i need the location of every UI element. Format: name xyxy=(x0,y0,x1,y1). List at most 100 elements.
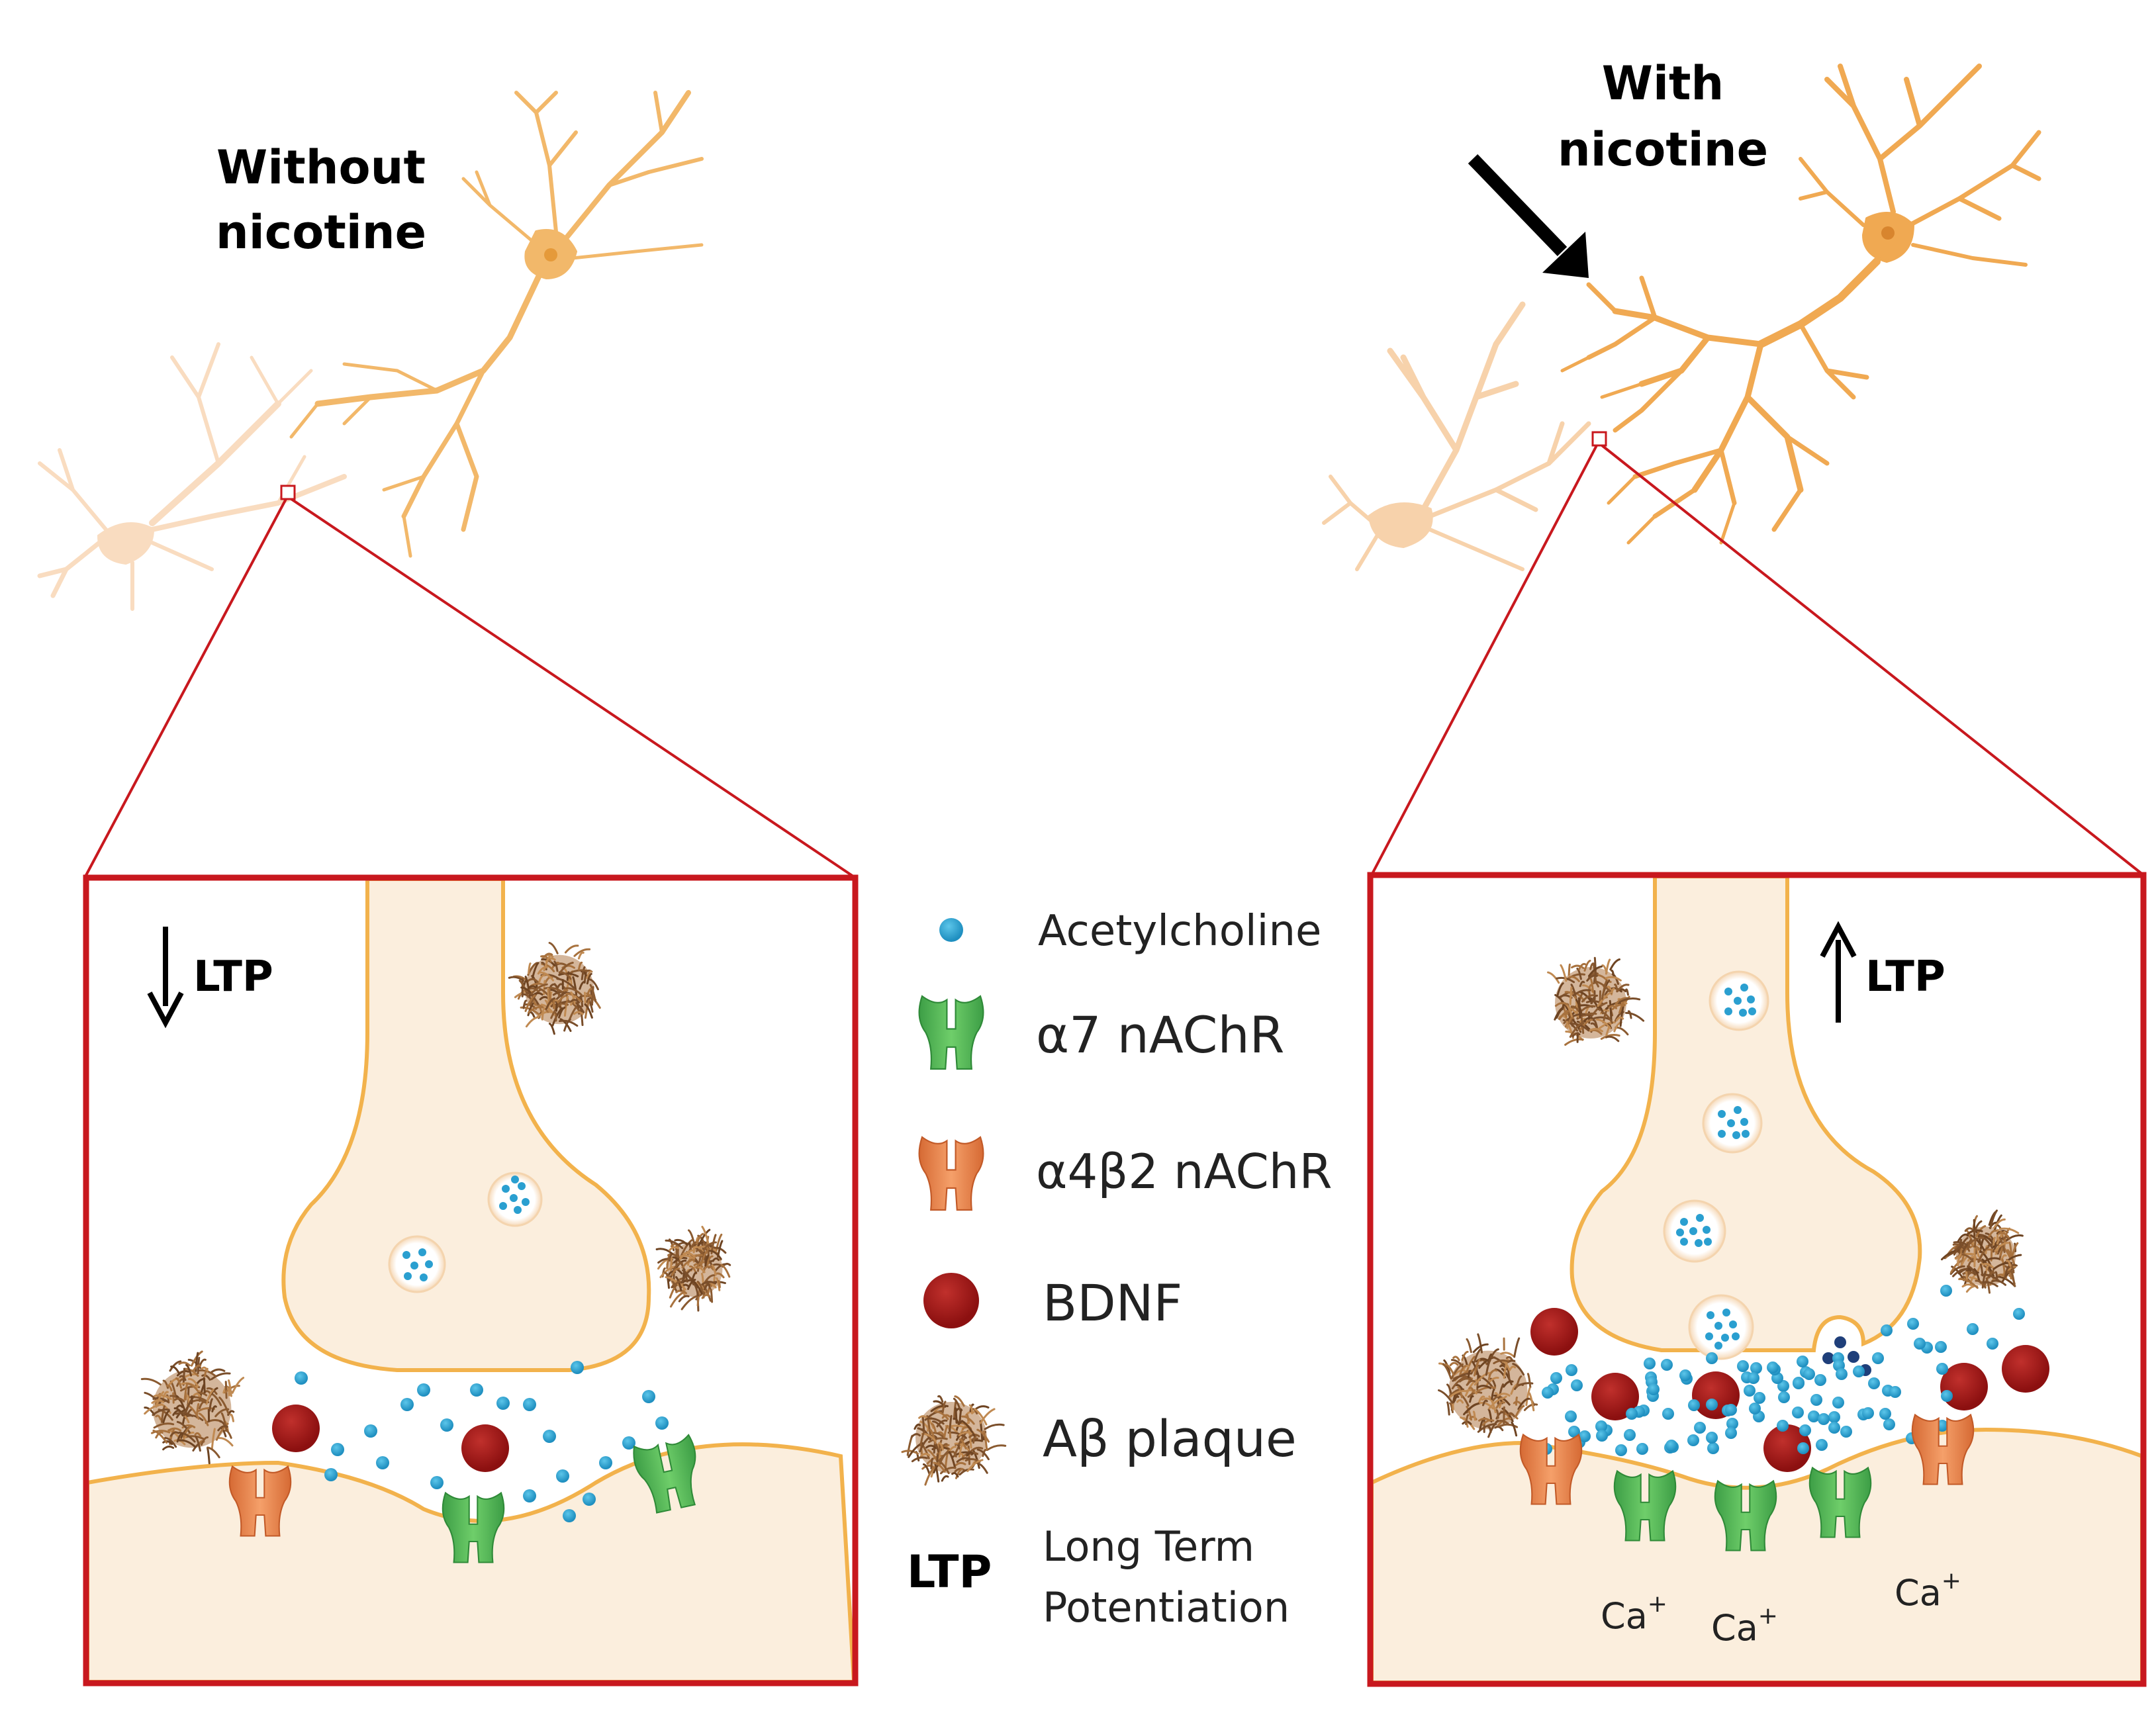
acetylcholine-molecule xyxy=(1803,1368,1815,1380)
acetylcholine-molecule xyxy=(622,1436,635,1450)
acetylcholine-molecule xyxy=(1797,1442,1809,1454)
acetylcholine-molecule xyxy=(1879,1408,1891,1420)
synaptic-vesicle xyxy=(1688,1294,1754,1360)
acetylcholine-molecule xyxy=(1814,1374,1826,1386)
acetylcholine-molecule xyxy=(440,1418,453,1432)
a7-nachr-receptor xyxy=(442,1491,505,1563)
acetylcholine-molecule xyxy=(1744,1385,1756,1397)
bdnf-molecule xyxy=(1591,1373,1639,1420)
acetylcholine-molecule xyxy=(571,1361,584,1374)
legend-a7-label: α7 nAChR xyxy=(1036,1005,1284,1064)
faded-neuron-left xyxy=(37,342,347,611)
acetylcholine-molecule xyxy=(496,1397,510,1410)
acetylcholine-molecule xyxy=(295,1371,308,1385)
legend-ltp-abbr: LTP xyxy=(907,1546,992,1598)
title-without-line1: Without xyxy=(216,140,426,195)
acetylcholine-molecule xyxy=(599,1456,612,1469)
legend-ltp-line1: Long Term xyxy=(1043,1522,1254,1571)
acetylcholine-molecule xyxy=(1767,1362,1779,1373)
ca-label-2: Ca+ xyxy=(1711,1602,1778,1649)
acetylcholine-molecule xyxy=(1749,1403,1761,1414)
acetylcholine-molecule xyxy=(1750,1362,1762,1374)
acetylcholine-molecule xyxy=(1662,1408,1674,1420)
axon-terminal-left xyxy=(281,879,651,1372)
synaptic-vesicle xyxy=(1709,970,1769,1031)
title-with-line2: nicotine xyxy=(1558,122,1768,177)
acetylcholine-molecule xyxy=(1793,1377,1804,1389)
bdnf-molecule xyxy=(461,1424,509,1472)
synaptic-vesicle xyxy=(487,1172,543,1227)
acetylcholine-molecule xyxy=(324,1468,338,1481)
acetylcholine-molecule xyxy=(642,1390,655,1403)
amyloid-beta-plaque xyxy=(508,942,601,1035)
acetylcholine-molecule xyxy=(563,1509,576,1522)
acetylcholine-molecule xyxy=(1881,1324,1893,1336)
acetylcholine-molecule xyxy=(470,1383,483,1397)
neuron-without-nicotine xyxy=(289,90,704,558)
acetylcholine-molecule xyxy=(523,1398,536,1411)
acetylcholine-molecule xyxy=(1836,1368,1848,1380)
legend-plaque-label: Aβ plaque xyxy=(1043,1409,1297,1468)
acetylcholine-molecule xyxy=(1748,1372,1759,1384)
acetylcholine-molecule xyxy=(1778,1391,1790,1403)
bdnf-molecule xyxy=(272,1405,320,1452)
legend-acetylcholine-icon xyxy=(939,918,963,942)
acetylcholine-molecule xyxy=(1566,1364,1577,1376)
acetylcholine-molecule xyxy=(1840,1426,1852,1438)
bdnf-molecule xyxy=(1763,1424,1811,1472)
acetylcholine-molecule xyxy=(1967,1323,1979,1335)
acetylcholine-molecule xyxy=(1868,1377,1880,1389)
legend-bdnf-label: BDNF xyxy=(1043,1273,1182,1332)
acetylcholine-molecule xyxy=(1542,1387,1554,1399)
postsynaptic-membrane-left xyxy=(87,1442,854,1682)
synaptic-vesicle xyxy=(1702,1093,1763,1154)
acetylcholine-molecule xyxy=(1571,1379,1583,1391)
acetylcholine-molecule xyxy=(1889,1386,1901,1398)
acetylcholine-molecule xyxy=(1799,1424,1811,1436)
acetylcholine-molecule xyxy=(1828,1411,1840,1423)
acetylcholine-molecule xyxy=(1883,1418,1895,1430)
acetylcholine-molecule xyxy=(1853,1365,1865,1377)
bdnf-molecule xyxy=(1530,1308,1578,1356)
neuron-with-nicotine xyxy=(1560,64,2041,545)
acetylcholine-molecule xyxy=(1872,1352,1884,1364)
a7-nachr-receptor xyxy=(918,995,984,1070)
legend-acetylcholine-label: Acetylcholine xyxy=(1038,907,1321,956)
acetylcholine-molecule xyxy=(364,1424,377,1438)
synaptic-vesicle xyxy=(1663,1199,1726,1263)
acetylcholine-molecule xyxy=(376,1456,389,1469)
acetylcholine-molecule xyxy=(543,1430,556,1443)
acetylcholine-molecule xyxy=(1808,1410,1820,1422)
a4b2-nachr-receptor xyxy=(1911,1413,1975,1485)
amyloid-beta-plaque xyxy=(1438,1333,1538,1438)
a7-nachr-receptor xyxy=(1613,1469,1677,1542)
amyloid-beta-plaque xyxy=(1547,956,1645,1046)
acetylcholine-molecule xyxy=(1688,1399,1700,1411)
legend-a7-receptor-icon xyxy=(918,995,984,1070)
acetylcholine-molecule xyxy=(1706,1399,1718,1410)
title-with-line1: With xyxy=(1602,56,1724,111)
legend-a4b2-label: α4β2 nAChR xyxy=(1036,1144,1332,1199)
acetylcholine-molecule xyxy=(1565,1410,1577,1422)
acetylcholine-molecule xyxy=(1706,1432,1718,1444)
amyloid-beta-plaque xyxy=(655,1226,731,1312)
acetylcholine-molecule xyxy=(400,1398,414,1411)
a7-nachr-receptor xyxy=(1808,1466,1872,1538)
acetylcholine-molecule xyxy=(1828,1422,1840,1434)
acetylcholine-molecule xyxy=(1914,1338,1926,1350)
acetylcholine-molecule xyxy=(1665,1440,1677,1452)
legend-bdnf-icon xyxy=(923,1273,979,1328)
ltp-label-left: LTP xyxy=(193,952,273,1001)
faded-neuron-right xyxy=(1322,301,1591,571)
acetylcholine-molecule xyxy=(1792,1407,1804,1418)
acetylcholine-molecule xyxy=(331,1443,344,1456)
acetylcholine-molecule xyxy=(1754,1392,1765,1404)
acetylcholine-molecule xyxy=(1987,1338,1998,1350)
acetylcholine-molecule xyxy=(1935,1341,1947,1353)
synaptic-vesicle xyxy=(388,1235,446,1293)
released-acetylcholine xyxy=(1834,1336,1846,1348)
acetylcholine-molecule xyxy=(417,1383,430,1397)
zoom-marker-left xyxy=(280,485,296,500)
acetylcholine-molecule xyxy=(1862,1407,1874,1419)
